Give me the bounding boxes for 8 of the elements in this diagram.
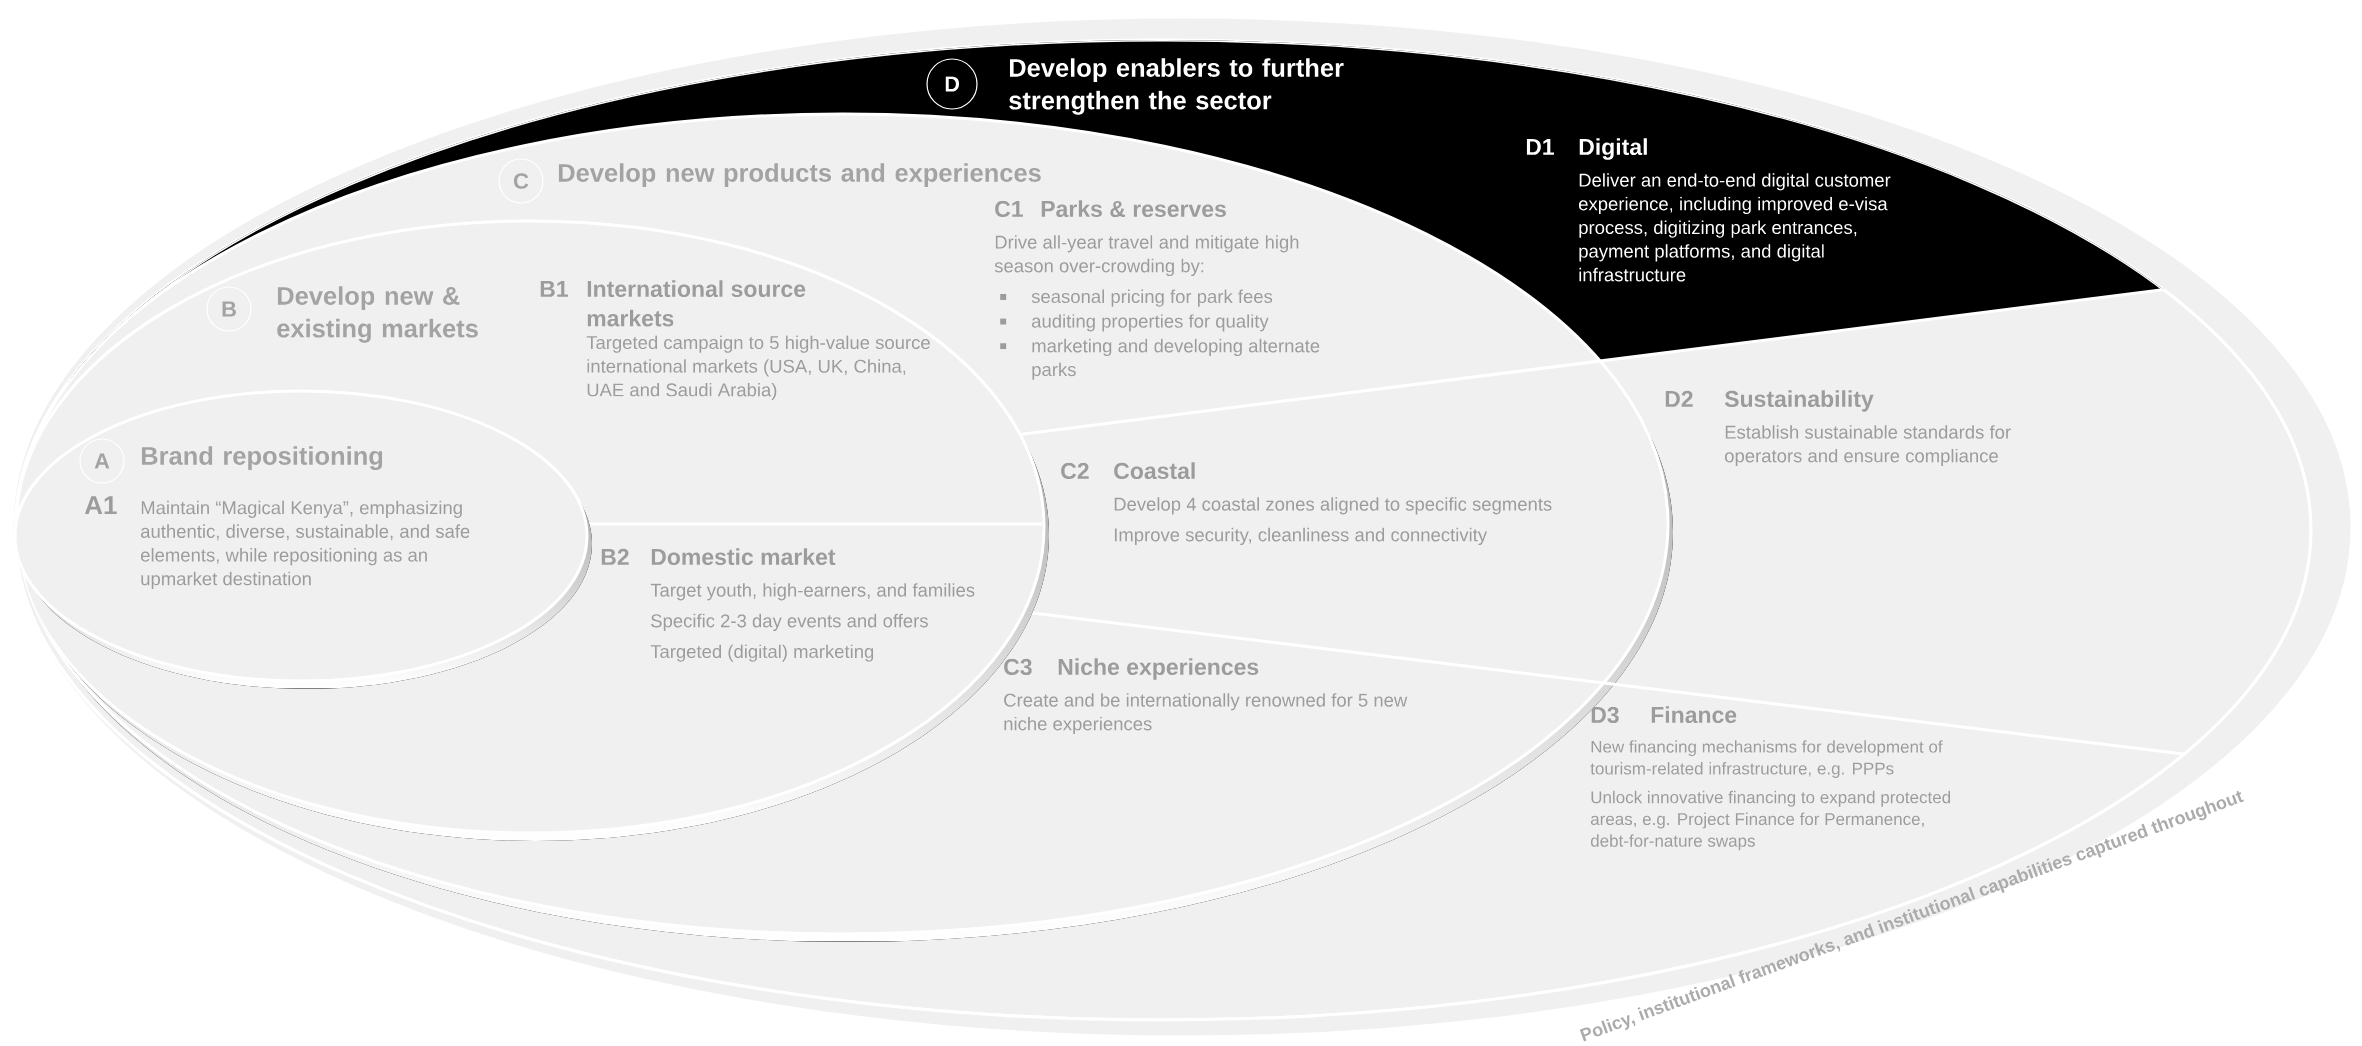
body-text: Unlock innovative financing to expand protected areas, e.g. Project Finance for Permanence, debt-for-nature swaps: [1590, 790, 1951, 851]
heading: Develop enablers to further strengthen the sector: [1009, 58, 1344, 115]
body-text: New financing mechanisms for development of tourism-related infrastructure, e.g. PPPs: [1590, 740, 1943, 778]
letter-badge: D: [926, 58, 978, 110]
item-title: Finance: [1651, 706, 1737, 724]
body-text: Establish sustainable standards for operators and ensure compliance: [1725, 425, 2011, 467]
item-code: D2: [1665, 390, 1693, 407]
item-title: Sustainability: [1724, 390, 1874, 412]
